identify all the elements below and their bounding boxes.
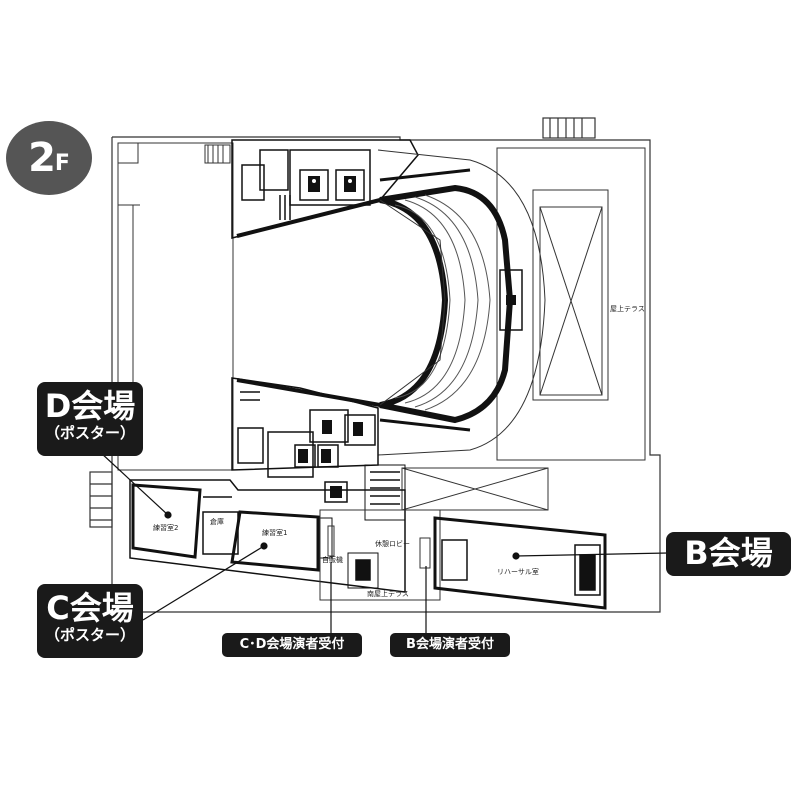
cd-reception-tag: C･D会場演者受付 xyxy=(222,633,362,657)
restroom-icons-lower xyxy=(298,420,363,498)
rooftop-terrace xyxy=(401,147,646,511)
floor-suffix: F xyxy=(54,150,70,176)
foyer-label: 休憩ロビー xyxy=(375,539,410,548)
c-venue-note: （ポスター） xyxy=(44,626,135,644)
leader-lines xyxy=(99,451,669,633)
floor-badge: 2 F xyxy=(6,121,92,195)
b-venue-callout: B会場 xyxy=(666,532,791,576)
c-venue-callout: C会場 （ポスター） xyxy=(37,584,143,658)
d-venue-callout: D会場 （ポスター） xyxy=(37,382,143,456)
restroom-icons-upper xyxy=(308,176,356,192)
south-terrace-label: 南屋上テラス xyxy=(367,589,409,598)
c-venue-title: C会場 xyxy=(46,589,134,627)
building-outline xyxy=(89,117,661,613)
d-venue-title: D会場 xyxy=(44,387,136,425)
rehearsal-room-label: リハーサル室 xyxy=(497,567,539,576)
foyer-outline xyxy=(319,509,441,601)
practice-room-2-label: 練習室2 xyxy=(153,523,178,532)
b-reception-tag: B会場演者受付 xyxy=(390,633,510,657)
b-venue-title: B会場 xyxy=(684,534,773,572)
rehearsal-room xyxy=(433,516,607,610)
lower-service-block xyxy=(231,377,379,503)
upper-service-block xyxy=(231,139,419,239)
vending-label: 自販機 xyxy=(322,555,343,564)
storage-label: 倉庫 xyxy=(210,517,224,526)
d-venue-note: （ポスター） xyxy=(44,424,135,442)
floor-number: 2 xyxy=(28,135,56,181)
stage-area xyxy=(117,142,234,471)
auditorium xyxy=(236,149,546,456)
rooftop-terrace-label: 屋上テラス xyxy=(610,304,645,313)
practice-wing xyxy=(129,464,406,593)
practice-room-1-label: 練習室1 xyxy=(262,528,287,537)
